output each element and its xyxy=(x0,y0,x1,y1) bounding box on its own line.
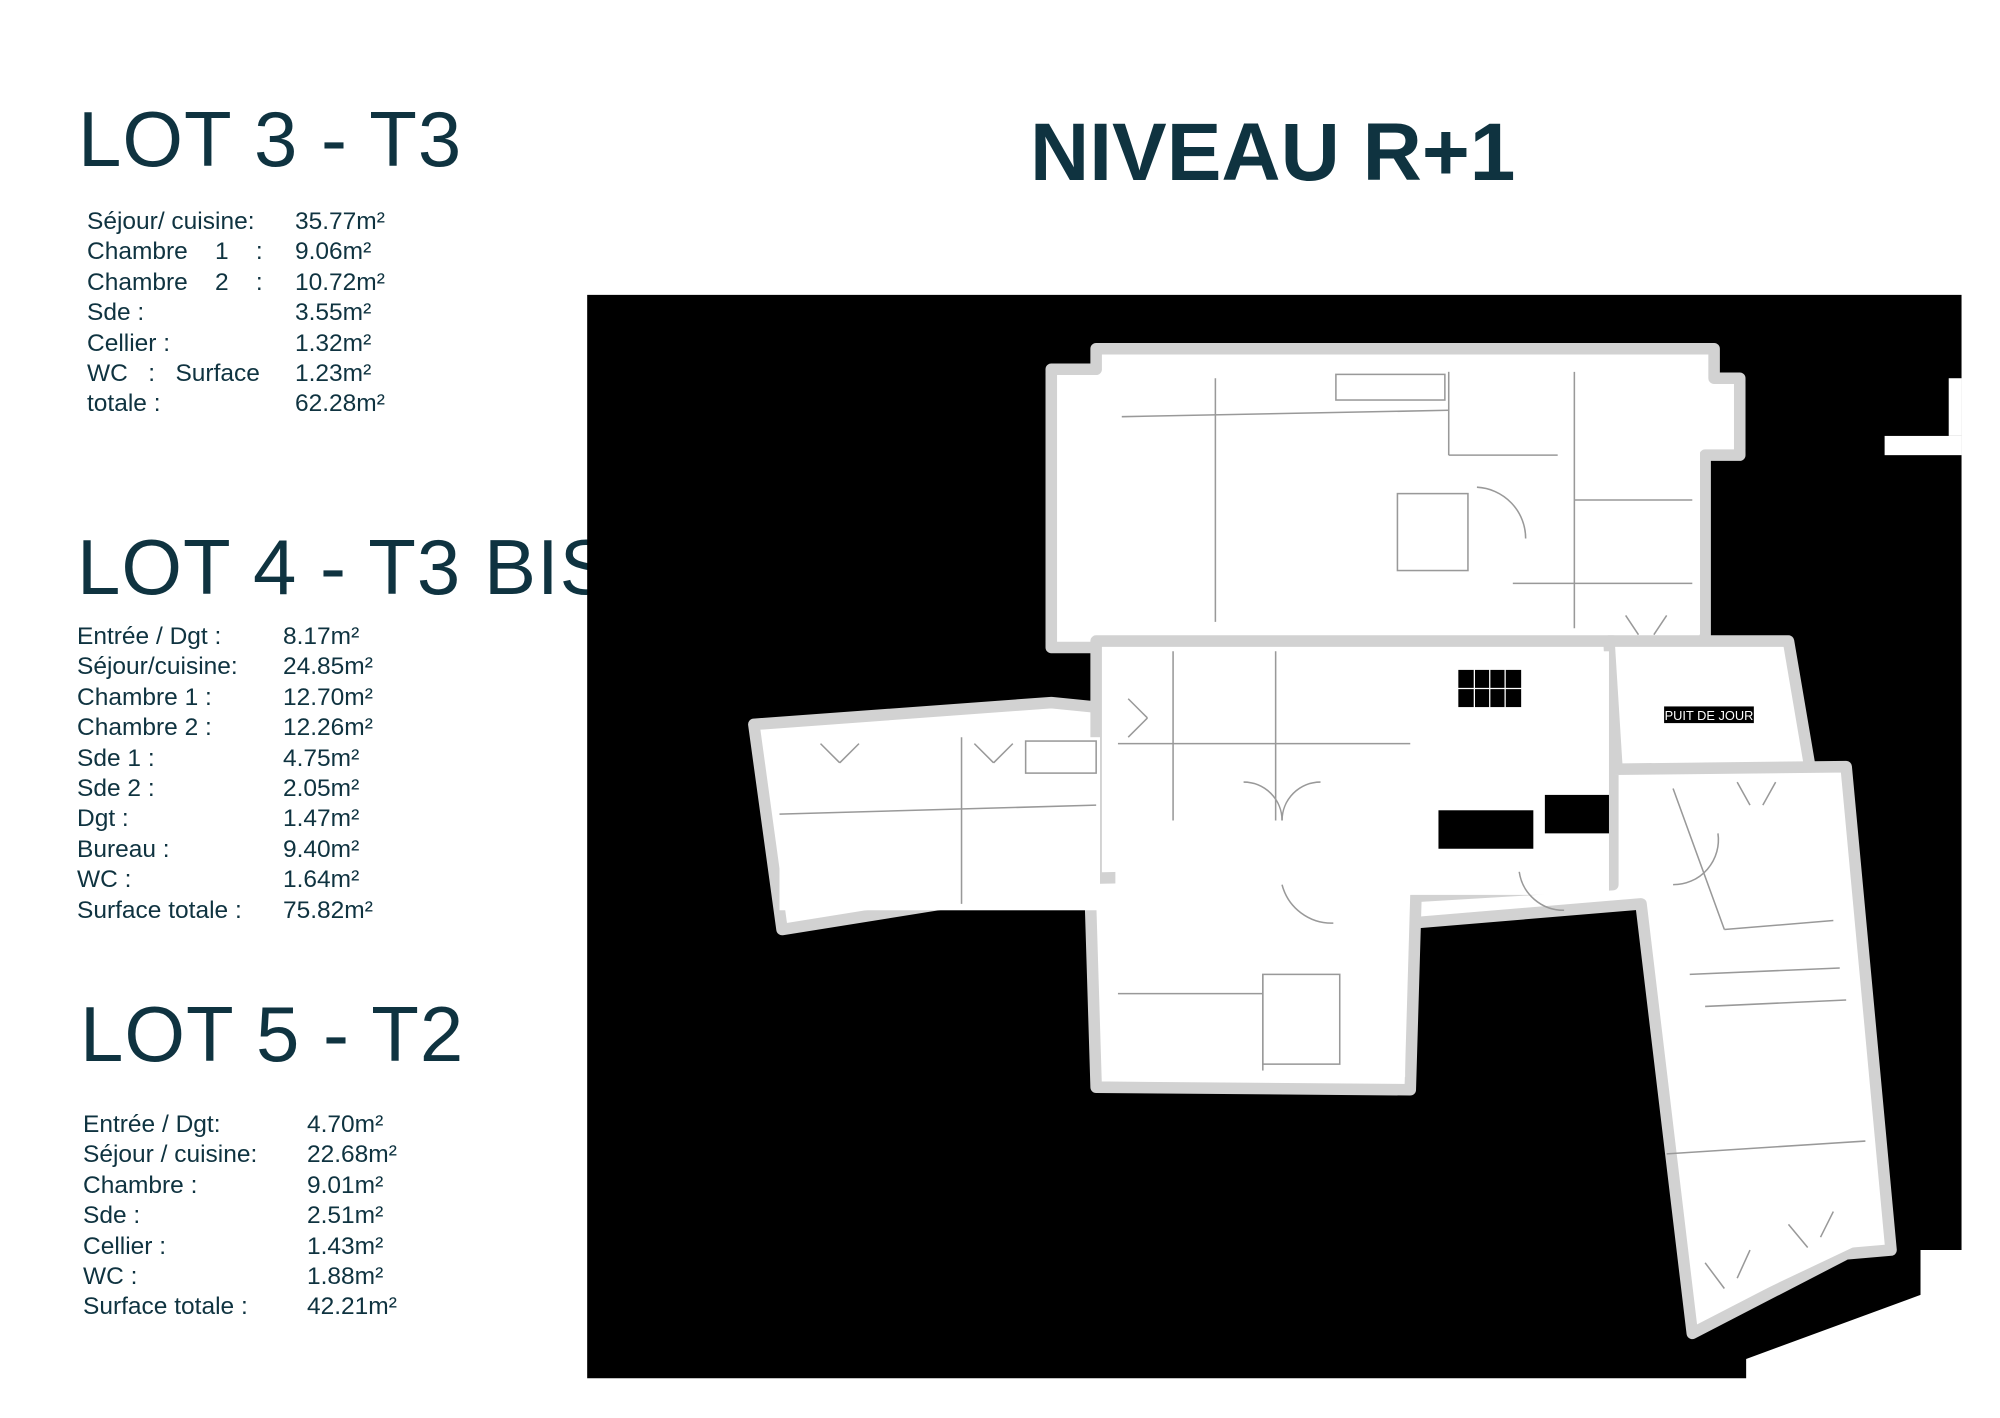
area-label: Sde 2 : xyxy=(77,774,155,802)
area-value: 1.64m² xyxy=(283,866,360,894)
puit-de-jour-label-bg xyxy=(1664,706,1754,724)
area-value: 42.21m² xyxy=(307,1293,397,1321)
area-value: 1.32m² xyxy=(295,329,372,357)
area-value: 22.68m² xyxy=(307,1141,397,1169)
area-label: Cellier : xyxy=(83,1232,167,1260)
area-label: Chambre : xyxy=(83,1171,198,1199)
area-value: 9.06m² xyxy=(295,238,372,266)
puit-de-jour-label: PUIT DE JOUR xyxy=(1665,708,1754,723)
area-label: Séjour / cuisine: xyxy=(83,1141,258,1169)
area-label: Bureau : xyxy=(77,835,170,863)
area-value: 3.55m² xyxy=(295,299,372,327)
area-label: Chambre 1 : xyxy=(87,238,263,266)
lot-4-title: LOT 4 - T3 BIS xyxy=(77,523,613,611)
plan-fills xyxy=(779,371,1962,1321)
area-label: totale : xyxy=(87,390,161,418)
area-value: 35.77m² xyxy=(295,208,385,235)
area-value: 2.05m² xyxy=(283,774,360,802)
area-label: Séjour/ cuisine: xyxy=(87,208,255,235)
area-value: 12.26m² xyxy=(283,714,373,742)
area-value: 62.28m² xyxy=(295,390,385,418)
area-value: 9.01m² xyxy=(307,1171,384,1199)
area-label: Chambre 1 : xyxy=(77,683,212,711)
plan-interior-walls xyxy=(779,371,1866,1289)
lot-3-title: LOT 3 - T3 xyxy=(78,95,463,183)
area-label: Sde : xyxy=(87,299,145,327)
area-value: 10.72m² xyxy=(295,268,385,296)
area-value: 1.47m² xyxy=(283,805,360,833)
lot-5-title: LOT 5 - T2 xyxy=(80,990,465,1078)
area-label: Séjour/cuisine: xyxy=(77,653,238,681)
area-value: 9.40m² xyxy=(283,835,360,863)
area-label: Surface totale : xyxy=(77,896,242,924)
area-label: WC : xyxy=(83,1262,138,1290)
area-value: 24.85m² xyxy=(283,653,373,681)
area-label: WC : Surface xyxy=(87,359,260,387)
area-value: 12.70m² xyxy=(283,683,373,711)
area-label: Cellier : xyxy=(87,329,171,357)
plan-stair-grid xyxy=(1457,668,1523,709)
area-value: 75.82m² xyxy=(283,896,373,924)
area-label: WC : xyxy=(77,866,132,894)
area-value: 1.23m² xyxy=(295,359,372,387)
area-value: 8.17m² xyxy=(283,623,360,650)
plan-shaft-1 xyxy=(1438,810,1534,849)
area-label: Entrée / Dgt : xyxy=(77,623,222,650)
area-label: Dgt : xyxy=(77,805,129,833)
page-title: NIVEAU R+1 xyxy=(1030,107,1516,198)
area-value: 1.88m² xyxy=(307,1262,384,1290)
area-value: 4.70m² xyxy=(307,1111,384,1138)
area-label: Surface totale : xyxy=(83,1293,248,1321)
area-value: 2.51m² xyxy=(307,1202,384,1230)
area-label: Sde : xyxy=(83,1202,141,1230)
area-label: Chambre 2 : xyxy=(77,714,212,742)
area-label: Sde 1 : xyxy=(77,744,155,772)
area-label: Entrée / Dgt: xyxy=(83,1111,221,1138)
area-value: 1.43m² xyxy=(307,1232,384,1260)
plan-shaft-2 xyxy=(1544,794,1609,834)
area-label: Chambre 2 : xyxy=(87,268,263,296)
area-value: 4.75m² xyxy=(283,744,360,772)
